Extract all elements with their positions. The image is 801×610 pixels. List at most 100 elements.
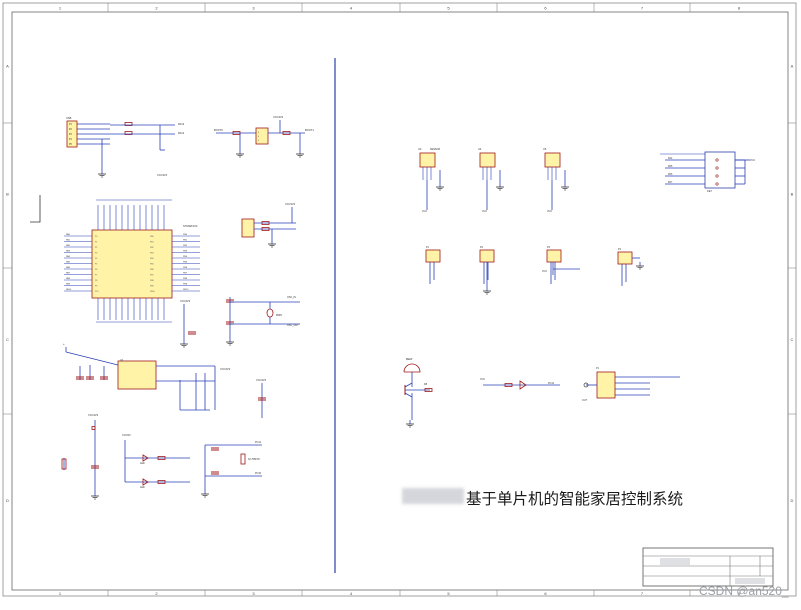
pin-label: P7 [95,275,97,277]
pin-label: PB9 [183,284,188,286]
power-label: VCC [542,270,547,273]
power-label: VCC3V3 [220,367,231,371]
pin-label: PA4 [66,255,71,258]
title-block [642,547,774,587]
net-label: PA6 [668,173,673,176]
pin-label: P6 [95,269,97,271]
reset-switch [61,458,67,470]
net-label: PA4 [668,157,673,160]
led [142,454,149,462]
border-col-label: 1 [59,591,62,596]
border-col-label: 2 [155,591,158,596]
pin-label: PB0 [183,234,188,236]
pin-label: PB1 [183,240,188,242]
border-row-label: C [6,337,9,342]
pin-label: PB9 [150,286,154,288]
component-label: U2 [120,359,124,362]
pin-label: PB3 [150,253,154,255]
border-col-label: 7 [641,6,644,11]
border-row-label: B [791,192,794,197]
module-body [546,249,562,263]
pin-label: PB7 [183,273,188,275]
pin-label: PA1 [66,239,71,242]
resistor [157,480,166,484]
pin-dot: • [258,130,259,134]
pin-label: PB5 [150,264,154,266]
net-label: PA7 [668,181,673,184]
power-label: VCC3V3 [285,202,296,206]
net-label: PC14 [255,441,262,444]
net-label: PC15 [255,472,262,475]
border-col-label: 6 [544,591,547,596]
pin-label: P10 [95,291,98,293]
net-label: OUT [582,399,588,402]
net-label: BOOT1 [305,128,314,132]
led [142,478,149,486]
component-label: R8 [424,383,428,386]
border-col-label: 3 [252,6,255,11]
pin-label: P4 [69,139,73,141]
resistor [282,131,291,135]
component-label: P4 [618,248,622,251]
pin-dot: • [258,134,259,138]
border-row-label: D [6,498,9,503]
net-label: PA5 [668,165,673,168]
sensor-module [479,152,496,168]
power-label: VCC3V3 [88,413,99,417]
key-matrix [704,151,736,189]
pin-label: P5 [69,144,73,146]
resistor [157,456,166,460]
net-label: OSC_OUT [287,324,299,327]
resistor [124,122,133,126]
component-label: KEY [707,189,712,193]
pin-label: PB4 [183,256,188,258]
power-label: VCC5V [122,433,131,437]
pin-label: P4 [95,258,97,260]
pin-label: PB5 [183,262,188,264]
pin-label: PB7 [150,275,154,277]
component-label: P2 [480,246,484,249]
component-label: USB [66,116,72,120]
component-label: U5 [543,147,547,151]
diode [519,380,527,390]
module-body [617,251,633,265]
pin-label: PB10 [183,289,189,291]
pin-label: P3 [95,253,97,255]
rtc-chip [117,360,157,390]
pin-label: P5 [95,264,97,266]
component-label: BEEP [406,358,413,361]
jtag-header [241,218,255,238]
watermark: CSDN @an520_ [699,584,789,598]
pin-label: PB4 [150,258,154,260]
sensor-module [544,152,561,168]
blurred-cell [660,558,690,565]
resistor [91,426,96,430]
crystal-label: 32.768KHz [248,458,261,461]
component-label: LED [140,462,145,465]
component-label: LED [140,486,145,489]
pin-label: PB3 [183,251,188,253]
crystal [240,453,246,465]
pin-label: P0 [95,236,97,238]
border-col-label: 7 [641,591,644,596]
component-label: U4 [478,147,482,151]
blurred-author [402,488,464,504]
pin-label: PB2 [150,247,154,249]
buzzer [403,363,421,373]
pin-label: PB2 [183,245,188,247]
pin-label: PB8 [183,278,188,280]
wire [65,351,119,366]
resistor [124,131,133,135]
mcu-label: STM32F103 [183,224,198,228]
mcu-body [91,229,173,299]
resistor [504,383,513,387]
pin-label: PA6 [66,266,71,269]
border-row-label: B [6,192,9,197]
boot-header [255,127,269,145]
key-switch [715,182,719,186]
net-label: BOOT0 [214,128,223,132]
pin-label: PA8 [66,277,71,280]
pin-label: PB1 [150,242,154,244]
pin-label: P2 [69,129,73,131]
wire [404,382,413,388]
